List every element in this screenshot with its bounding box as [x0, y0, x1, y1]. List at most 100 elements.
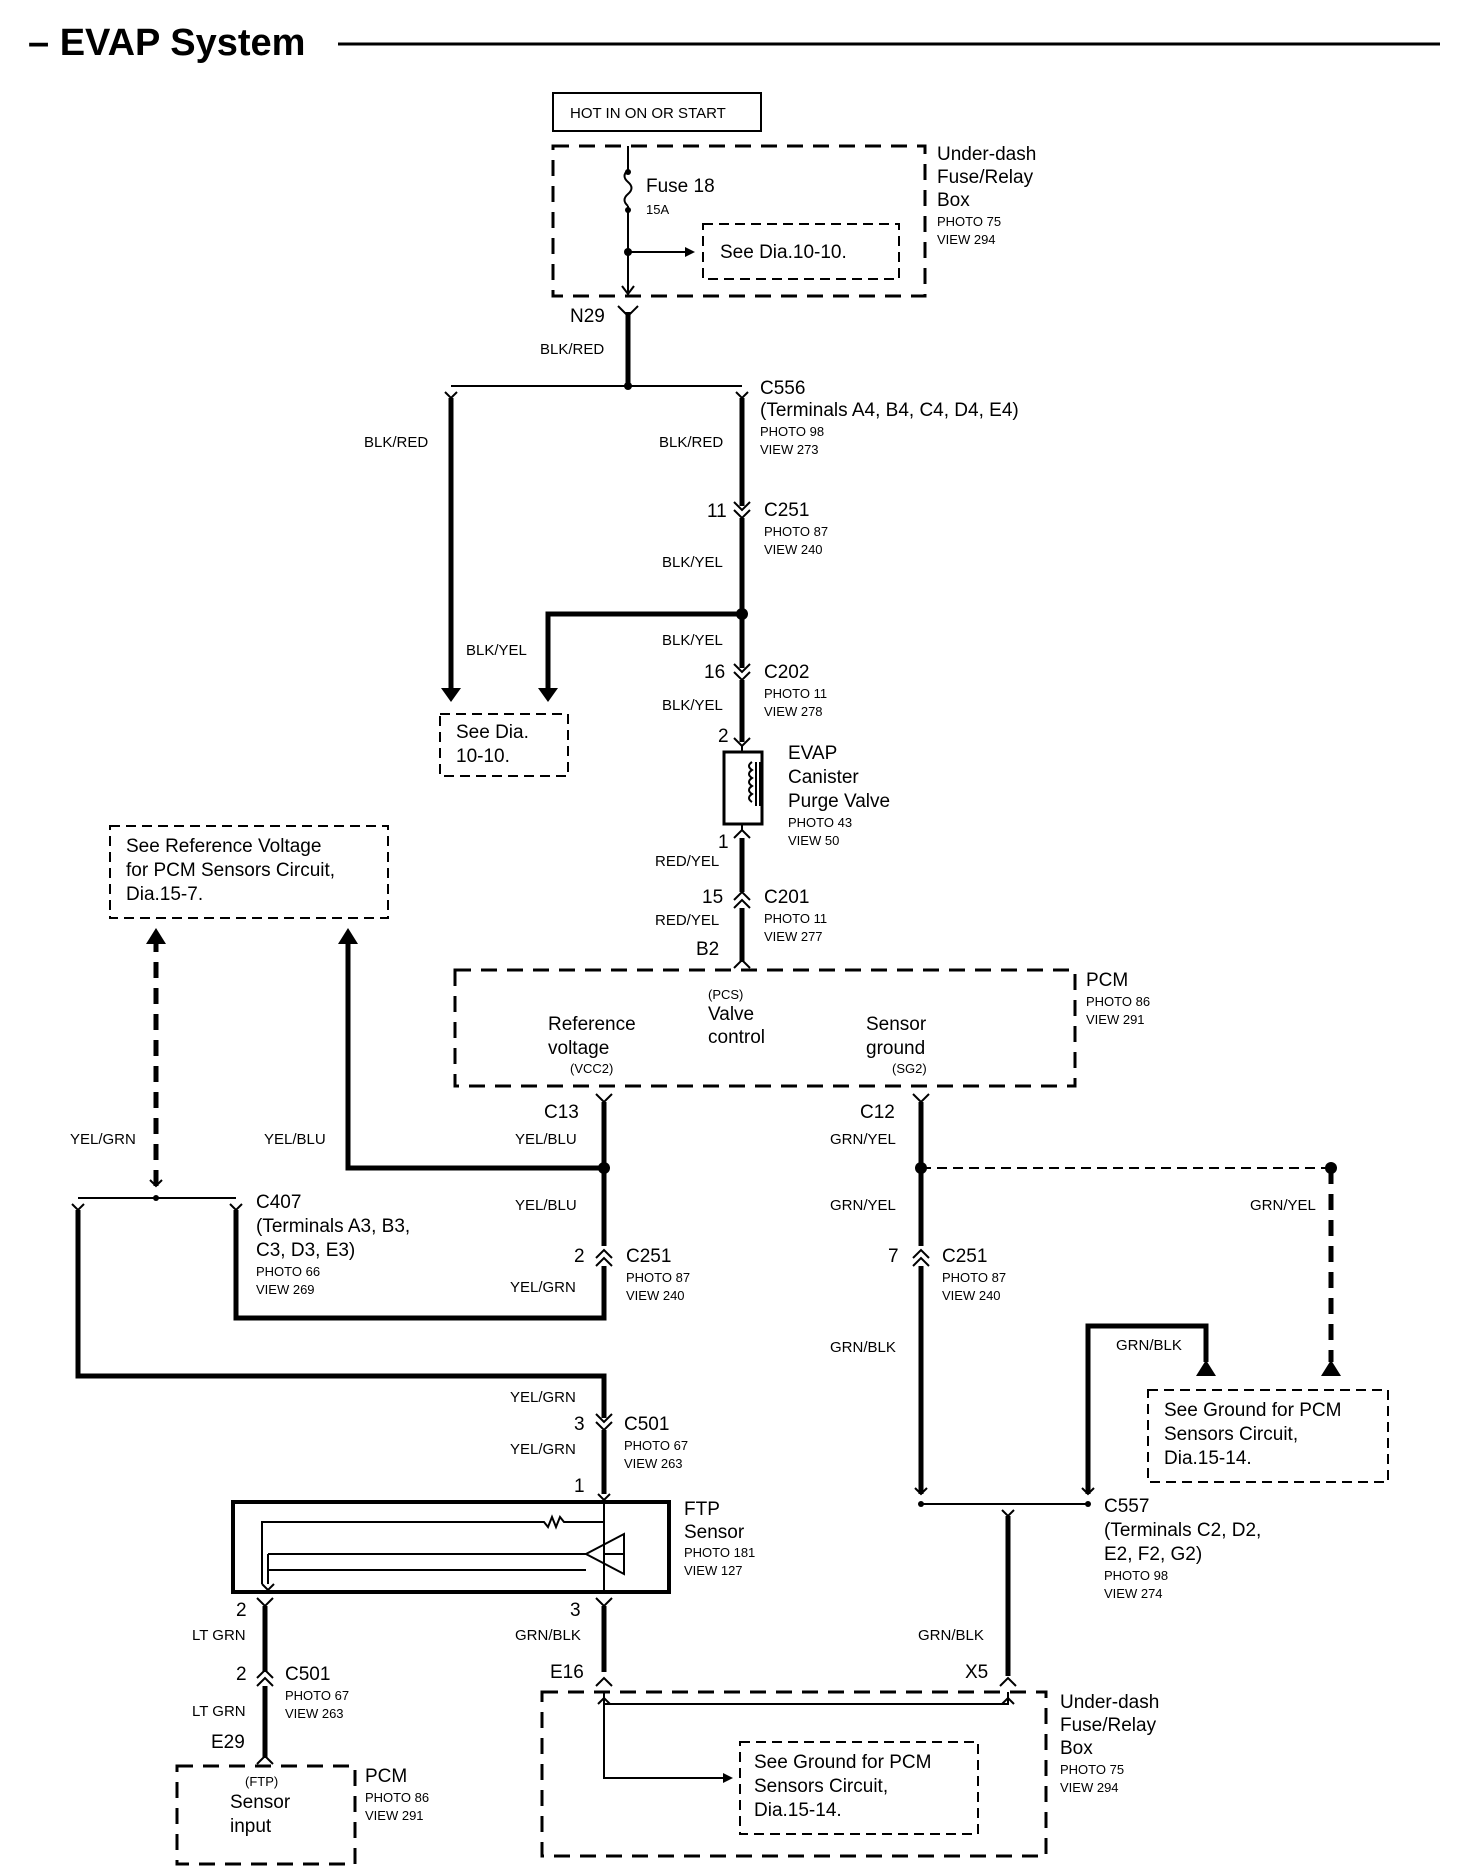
- pin-c13: [595, 1093, 613, 1104]
- c251c-photo: PHOTO 87: [942, 1270, 1006, 1285]
- c556-photo: PHOTO 98: [760, 424, 824, 439]
- ftp-photo: PHOTO 181: [684, 1545, 755, 1560]
- fuse-box-top-l3: Box: [937, 190, 970, 211]
- see-ground-right-l1: See Ground for PCM: [1164, 1400, 1341, 1421]
- w-blkred-3: BLK/RED: [659, 434, 723, 451]
- pcm-sg3: (SG2): [892, 1061, 927, 1076]
- arrow-ref-up: [338, 928, 358, 944]
- pcm-sg1: Sensor: [866, 1014, 927, 1035]
- see-dia-top-box: [702, 223, 900, 280]
- ftp-pin3: 3: [570, 1600, 581, 1621]
- splice-dot: [1085, 1501, 1091, 1507]
- wire-yelgrn-loop: [233, 1210, 607, 1321]
- c202-name: C202: [764, 662, 809, 683]
- wire-yelgrn-c501: [75, 1210, 607, 1418]
- splice-dot: [153, 1195, 159, 1201]
- see-ground-right-box: [1147, 1389, 1389, 1483]
- c407-photo: PHOTO 66: [256, 1264, 320, 1279]
- c557-pin-bottom: [1001, 1509, 1015, 1518]
- ftp-internal-arrow: [261, 1583, 275, 1592]
- arrow-internal: [1001, 1696, 1015, 1705]
- ref-voltage-box: [109, 825, 389, 919]
- c202-photo: PHOTO 11: [764, 686, 827, 701]
- c407-pin-left: [71, 1203, 85, 1212]
- fuse-symbol: [623, 169, 633, 207]
- w-blkyel-1: BLK/YEL: [662, 554, 723, 571]
- fuse-rating: 15A: [646, 202, 669, 217]
- wire-internal-ground: [603, 1692, 733, 1783]
- fuse-pin: [625, 169, 631, 175]
- pcm-main-view: VIEW 291: [1086, 1012, 1145, 1027]
- c557-photo: PHOTO 98: [1104, 1568, 1168, 1583]
- ref-voltage-l2: for PCM Sensors Circuit,: [126, 860, 335, 881]
- fuse-box-top-l1: Under-dash: [937, 144, 1036, 165]
- pin-c12: [912, 1093, 930, 1104]
- valve-l3: Purge Valve: [788, 791, 890, 812]
- see-ground-bottom-l3: Dia.15-14.: [754, 1800, 842, 1821]
- fuse-box-top-l2: Fuse/Relay: [937, 167, 1034, 188]
- connector-c251-c: [912, 1248, 930, 1267]
- pcm-valve2: control: [708, 1027, 765, 1048]
- w-yelgrn-3: YEL/GRN: [510, 1389, 576, 1406]
- c557-view: VIEW 274: [1104, 1586, 1163, 1601]
- pcm-sg2: ground: [866, 1038, 925, 1059]
- w-yelblu-2: YEL/BLU: [264, 1131, 326, 1148]
- c557-t2: E2, F2, G2): [1104, 1544, 1202, 1565]
- c557-pin-right: [1081, 1487, 1095, 1496]
- hot-label: HOT IN ON OR START: [570, 105, 726, 122]
- w-grnblk-1: GRN/BLK: [830, 1339, 896, 1356]
- wire-yelblu-ref: [345, 942, 604, 1171]
- c251b-name: C251: [626, 1246, 671, 1267]
- c251c-pin: 7: [888, 1246, 899, 1267]
- c407-t1: (Terminals A3, B3,: [256, 1216, 410, 1237]
- valve-l2: Canister: [788, 767, 859, 788]
- valve-pin-top: 2: [718, 726, 729, 747]
- c201-photo: PHOTO 11: [764, 911, 827, 926]
- pcm-valve1: Valve: [708, 1004, 754, 1025]
- c557-name: C557: [1104, 1496, 1149, 1517]
- w-yelblu-3: YEL/BLU: [515, 1197, 577, 1214]
- connector-c501-b: [256, 1668, 274, 1687]
- ref-voltage-l3: Dia.15-7.: [126, 884, 203, 905]
- c201-pin: 15: [702, 887, 723, 908]
- c501a-name: C501: [624, 1414, 669, 1435]
- c202-view: VIEW 278: [764, 704, 823, 719]
- pcm-bottom-l2: input: [230, 1816, 272, 1837]
- pcm-ref2: voltage: [548, 1038, 609, 1059]
- w-blkred-2: BLK/RED: [364, 434, 428, 451]
- ftp-pin2-arrow: [256, 1597, 274, 1608]
- ftp-pin3-arrow: [595, 1597, 613, 1608]
- w-grnyel-1: GRN/YEL: [830, 1131, 896, 1148]
- ftp-sensor-box: [231, 1500, 671, 1594]
- arrow-ground-up: [1321, 1360, 1341, 1376]
- fuse-relay-box-bottom: [540, 1690, 1048, 1858]
- c407-pin-top: [149, 1179, 163, 1188]
- ftp-pin1-arrow: [597, 1493, 611, 1502]
- c501b-name: C501: [285, 1664, 330, 1685]
- fuse-box-bottom-view: VIEW 294: [1060, 1780, 1119, 1795]
- pcm-pcs: (PCS): [708, 987, 743, 1002]
- c501b-pin: 2: [236, 1664, 247, 1685]
- c407-name: C407: [256, 1192, 301, 1213]
- see-ground-bottom-l1: See Ground for PCM: [754, 1752, 931, 1773]
- pcm-bottom-ftp: (FTP): [245, 1774, 278, 1789]
- fuse-pin: [625, 207, 631, 213]
- w-blkyel-4: BLK/YEL: [662, 697, 723, 714]
- see-ground-bottom-l2: Sensors Circuit,: [754, 1776, 888, 1797]
- pin-e29: [256, 1754, 274, 1765]
- w-yelblu-1: YEL/BLU: [515, 1131, 577, 1148]
- ref-voltage-l1: See Reference Voltage: [126, 836, 321, 857]
- w-grnblk-4: GRN/BLK: [918, 1627, 984, 1644]
- valve-l1: EVAP: [788, 743, 837, 764]
- pcm-bottom-l1: Sensor: [230, 1792, 291, 1813]
- c251c-view: VIEW 240: [942, 1288, 1001, 1303]
- c251a-name: C251: [764, 500, 809, 521]
- wire-internal-bus: [604, 1692, 1009, 1705]
- c251a-photo: PHOTO 87: [764, 524, 828, 539]
- w-grnblk-2: GRN/BLK: [1116, 1337, 1182, 1354]
- conn-b2: B2: [696, 939, 719, 960]
- w-yelgrn-1: YEL/GRN: [70, 1131, 136, 1148]
- c501a-photo: PHOTO 67: [624, 1438, 688, 1453]
- c557-pin-left: [914, 1487, 928, 1496]
- c251a-view: VIEW 240: [764, 542, 823, 557]
